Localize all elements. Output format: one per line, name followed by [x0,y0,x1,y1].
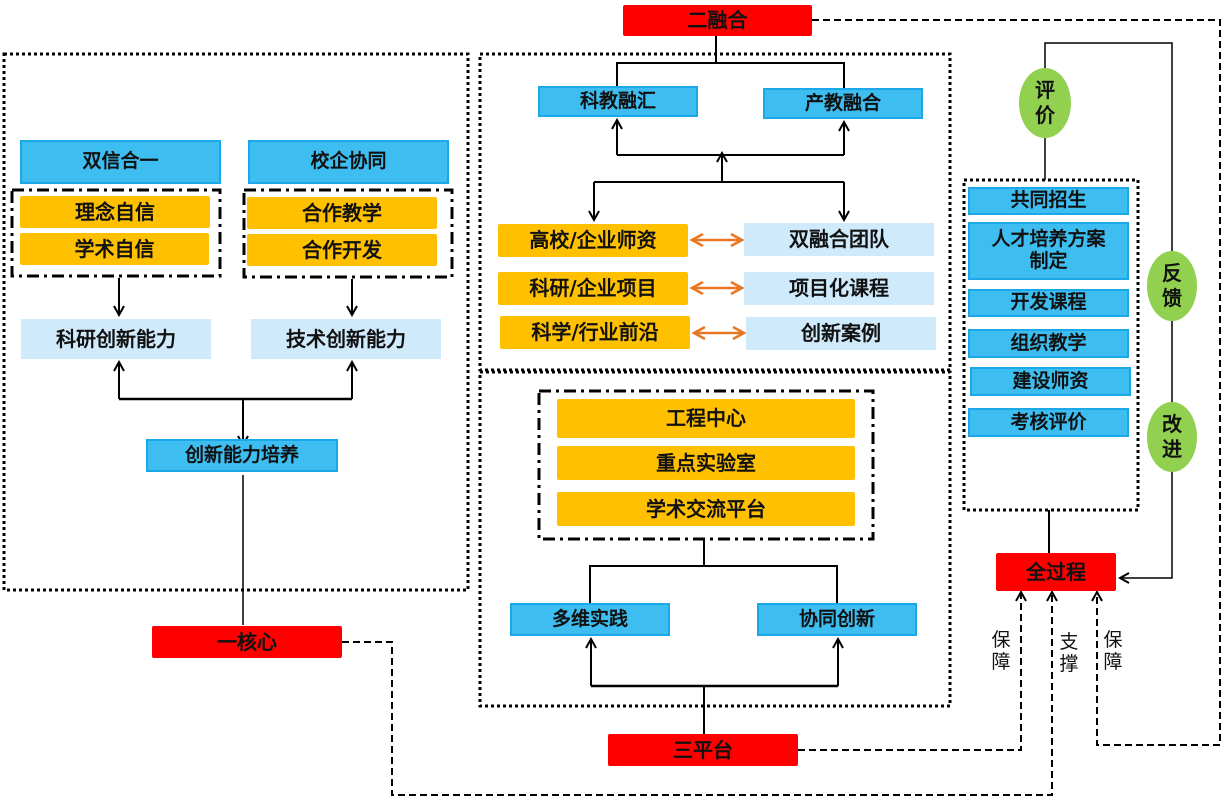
faculty-box: 高校/企业师资 [498,224,688,257]
feedback-char-1: 反 [1162,261,1182,285]
platform-panel-border [478,370,952,708]
improve-char-2: 进 [1162,437,1182,461]
evaluate-char-2: 价 [1035,103,1055,127]
academic-confidence-box: 学术自信 [20,233,209,265]
improve-ellipse: 改 进 [1147,402,1197,472]
evaluate-ellipse: 评 价 [1019,68,1071,138]
key-lab-box: 重点实验室 [557,446,855,480]
guarantee-label-1-char-2: 障 [991,650,1011,673]
multi-practice-box: 多维实践 [510,603,670,636]
academic-exchange-box: 学术交流平台 [557,492,855,526]
coop-development-box: 合作开发 [247,234,437,266]
tech-innovation-box: 技术创新能力 [251,319,441,359]
engineering-center-box: 工程中心 [557,399,855,438]
process-step-teaching: 组织教学 [968,329,1129,358]
dual-fusion-team-box: 双融合团队 [744,223,934,256]
dual-confidence-box: 双信合一 [20,140,221,184]
left-panel-border [2,52,470,592]
coop-teaching-box: 合作教学 [247,197,437,229]
whole-process-box: 全过程 [996,553,1116,591]
sci-edu-box: 科教融汇 [538,86,698,117]
coop-innovation-box: 协同创新 [757,603,917,636]
process-step-courses: 开发课程 [968,289,1129,317]
feedback-ellipse: 反 馈 [1147,251,1197,321]
process-step-enrollment: 共同招生 [968,187,1129,215]
guarantee-label-1: 保 障 [990,629,1012,674]
three-platform-box: 三平台 [608,734,798,766]
process-step-assessment: 考核评价 [968,408,1129,437]
guarantee-label-2-char-2: 障 [1103,650,1123,673]
improve-char-1: 改 [1162,412,1182,436]
process-step-faculty: 建设师资 [970,367,1131,396]
frontier-box: 科学/行业前沿 [500,316,690,349]
support-label-char-2: 撑 [1059,652,1079,675]
research-innovation-box: 科研创新能力 [21,319,211,359]
school-enterprise-box: 校企协同 [248,140,449,184]
process-step-plan: 人才培养方案制定 [968,222,1129,280]
two-fusion-box: 二融合 [623,5,812,36]
guarantee-label-2: 保 障 [1102,629,1124,674]
process-panel-border [962,178,1140,512]
project-courses-box: 项目化课程 [744,272,934,305]
innovation-training-box: 创新能力培养 [146,439,338,472]
one-core-box: 一核心 [152,626,342,658]
innovation-cases-box: 创新案例 [746,317,936,350]
ind-edu-box: 产教融合 [763,88,923,119]
guarantee-label-1-char-1: 保 [991,629,1011,651]
guarantee-label-2-char-1: 保 [1103,629,1123,651]
evaluate-char-1: 评 [1035,78,1055,102]
support-label: 支 撑 [1058,631,1080,676]
support-label-char-1: 支 [1059,631,1079,653]
projects-box: 科研/企业项目 [498,272,688,305]
concept-confidence-box: 理念自信 [20,196,210,228]
feedback-char-2: 馈 [1162,286,1182,310]
